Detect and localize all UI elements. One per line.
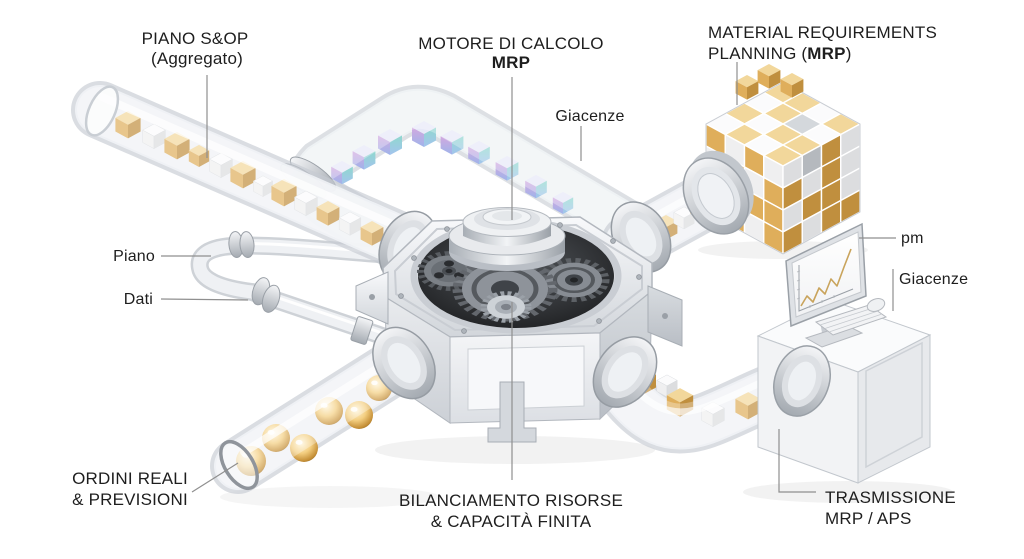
monitor-screen [791,231,862,318]
box-right-face [857,334,931,484]
box-port-ring [773,345,831,417]
gear-right [538,257,610,303]
machine-cap [448,207,566,271]
workstation [756,222,932,484]
plate-screws [398,222,642,334]
machine-port-front-left [372,326,436,400]
leader-lines [160,62,896,493]
box-panel [865,341,923,469]
mrp-cube-matrix [682,63,862,256]
tube-open-end [84,85,120,137]
label-piano-sop-line1: PIANO S&OP [142,29,249,48]
gear-cluster [417,251,610,323]
sphere-tube-open-end [219,439,259,491]
label-bilanciamento-line1: BILANCIAMENTO RISORSE [399,491,623,510]
calc-engine-machine [355,201,683,443]
label-piano-sop-line2: (Aggregato) [151,49,243,68]
keyboard [814,304,888,336]
label-motore-line2: MRP [492,53,530,72]
label-bilanciamento-line2: & CAPACITÀ FINITA [431,512,592,531]
pipe-clamp [350,316,374,345]
mouse [866,298,886,312]
gear-front [480,291,532,323]
label-motore-line1: MOTORE DI CALCOLO [418,34,603,53]
label-piano: Piano [113,248,155,265]
label-ordini-line2: & PREVISIONI [72,490,188,509]
label-dati: Dati [124,291,153,308]
label-giacenze-top: Giacenze [555,108,624,125]
label-trasmissione-line2: MRP / APS [825,509,912,528]
ordini-leader-line [191,462,239,493]
labels: PIANO S&OP (Aggregato) MOTORE DI CALCOLO… [72,23,968,531]
label-trasmissione-line1: TRASMISSIONE [825,488,956,507]
matrix-outline [705,81,861,255]
machine-panel [467,345,585,411]
matrix-coupling-ring [682,150,754,235]
label-giacenze-right: Giacenze [899,271,968,288]
machine-port-front-right [592,336,658,408]
trasmissione-leader-line [778,429,816,493]
label-ordini-line1: ORDINI REALI [72,469,188,488]
label-material-line2: PLANNING (MRP) [708,44,852,63]
pipe-coupling-upper [228,231,255,259]
pipe-coupling-lower [251,277,281,313]
monitor-trend-chart [796,248,854,312]
label-material-line1: MATERIAL REQUIREMENTS [708,23,937,42]
input-tube-sop [71,81,443,276]
label-pm: pm [901,230,924,247]
dati-leader-line [160,298,249,301]
